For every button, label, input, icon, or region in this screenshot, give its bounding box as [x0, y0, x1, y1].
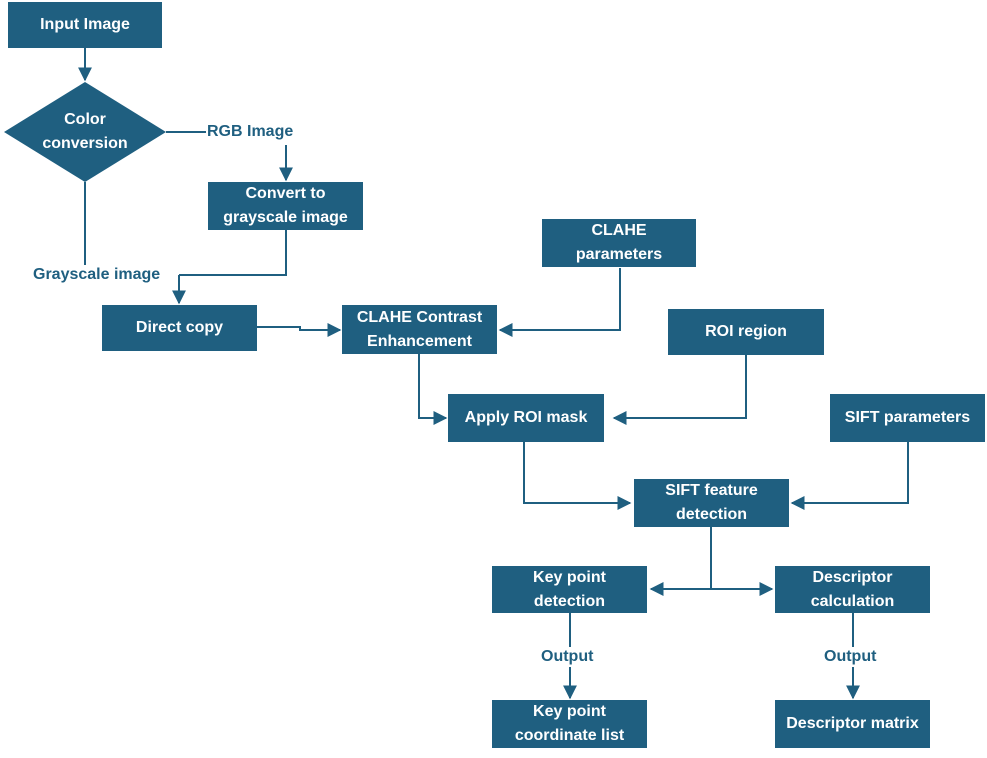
color-conversion-diamond	[4, 82, 166, 182]
edge-roi-region-to-mask	[612, 355, 747, 425]
convert-grayscale-node: Convert to grayscale image	[208, 182, 363, 230]
direct-copy-node: Direct copy	[102, 305, 257, 351]
keypoint-list-node: Key point coordinate list	[492, 700, 647, 748]
sift-detection-node: SIFT feature detection	[634, 479, 789, 527]
edge-params-to-clahe	[498, 268, 621, 337]
sift-parameters-node: SIFT parameters	[830, 394, 985, 442]
color-conversion-label: Color conversion	[42, 111, 128, 152]
edge-mask-to-sift	[523, 442, 632, 510]
input-image-node: Input Image	[8, 2, 162, 48]
output-left-label: Output	[540, 647, 595, 667]
clahe-enhancement-node: CLAHE Contrast Enhancement	[342, 305, 497, 354]
edge-direct-to-clahe	[257, 323, 342, 337]
roi-region-node: ROI region	[668, 309, 824, 355]
clahe-parameters-node: CLAHE parameters	[542, 219, 696, 267]
output-right-label: Output	[823, 647, 878, 667]
keypoint-detection-node: Key point detection	[492, 566, 647, 613]
edge-convert-to-direct	[179, 230, 287, 276]
descriptor-matrix-node: Descriptor matrix	[775, 700, 930, 748]
grayscale-image-label: Grayscale image	[32, 265, 162, 285]
descriptor-calculation-node: Descriptor calculation	[775, 566, 930, 613]
rgb-image-label: RGB Image	[206, 122, 295, 142]
apply-roi-mask-node: Apply ROI mask	[448, 394, 604, 442]
edge-sift-params-to-sift	[790, 442, 909, 510]
edge-clahe-to-roi-mask	[418, 354, 448, 425]
